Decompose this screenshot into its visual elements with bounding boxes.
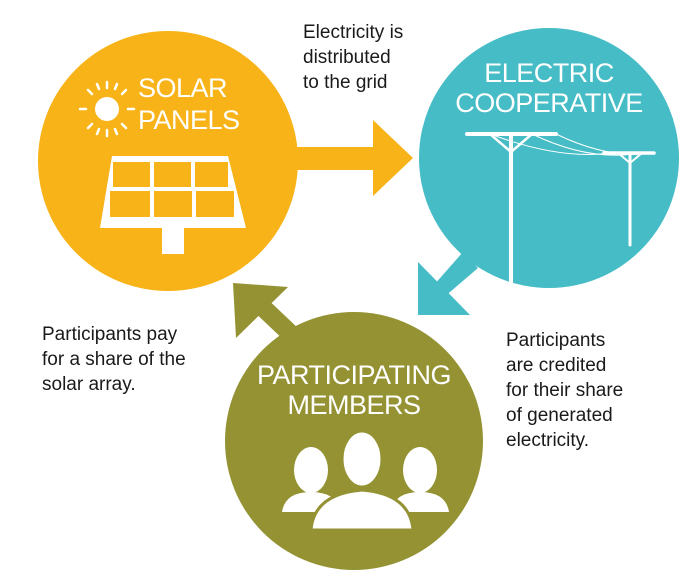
arrow-solar-to-cooperative bbox=[290, 120, 413, 196]
participating-members-title: PARTICIPATING MEMBERS bbox=[244, 360, 464, 420]
cooperative-title-line2: COOPERATIVE bbox=[455, 88, 643, 118]
caption-participants-pay: Participants pay for a share of the sola… bbox=[42, 322, 186, 397]
sun-icon bbox=[78, 80, 136, 138]
cooperative-title-line1: ELECTRIC bbox=[484, 58, 614, 88]
caption-participants-credited: Participants are credited for their shar… bbox=[506, 328, 623, 453]
electric-cooperative-title: ELECTRIC COOPERATIVE bbox=[449, 58, 649, 118]
caption-line: distributed bbox=[303, 47, 391, 68]
solar-panel-icon bbox=[100, 156, 246, 254]
people-icon bbox=[282, 429, 449, 532]
members-title-line2: MEMBERS bbox=[287, 390, 421, 420]
arrow-cooperative-to-members bbox=[418, 252, 478, 315]
power-lines-icon bbox=[465, 132, 656, 292]
caption-line: of generated bbox=[506, 405, 613, 426]
caption-line: solar array. bbox=[42, 374, 136, 395]
arrow-members-to-solar bbox=[233, 283, 300, 343]
electric-cooperative-circle bbox=[419, 28, 679, 288]
caption-line: for their share bbox=[506, 380, 624, 401]
caption-line: Participants pay bbox=[42, 324, 178, 345]
solar-panels-title: SOLAR PANELS bbox=[138, 72, 240, 136]
caption-line: Participants bbox=[506, 330, 606, 351]
solar-title-line2: PANELS bbox=[138, 105, 240, 135]
caption-line: for a share of the bbox=[42, 349, 186, 370]
solar-title-line1: SOLAR bbox=[138, 73, 228, 103]
caption-line: to the grid bbox=[303, 72, 388, 93]
caption-distributed: Electricity is distributed to the grid bbox=[303, 20, 403, 95]
members-title-line1: PARTICIPATING bbox=[256, 360, 452, 390]
caption-line: Electricity is bbox=[303, 22, 404, 43]
caption-line: electricity. bbox=[506, 430, 590, 451]
caption-line: are credited bbox=[506, 355, 607, 376]
